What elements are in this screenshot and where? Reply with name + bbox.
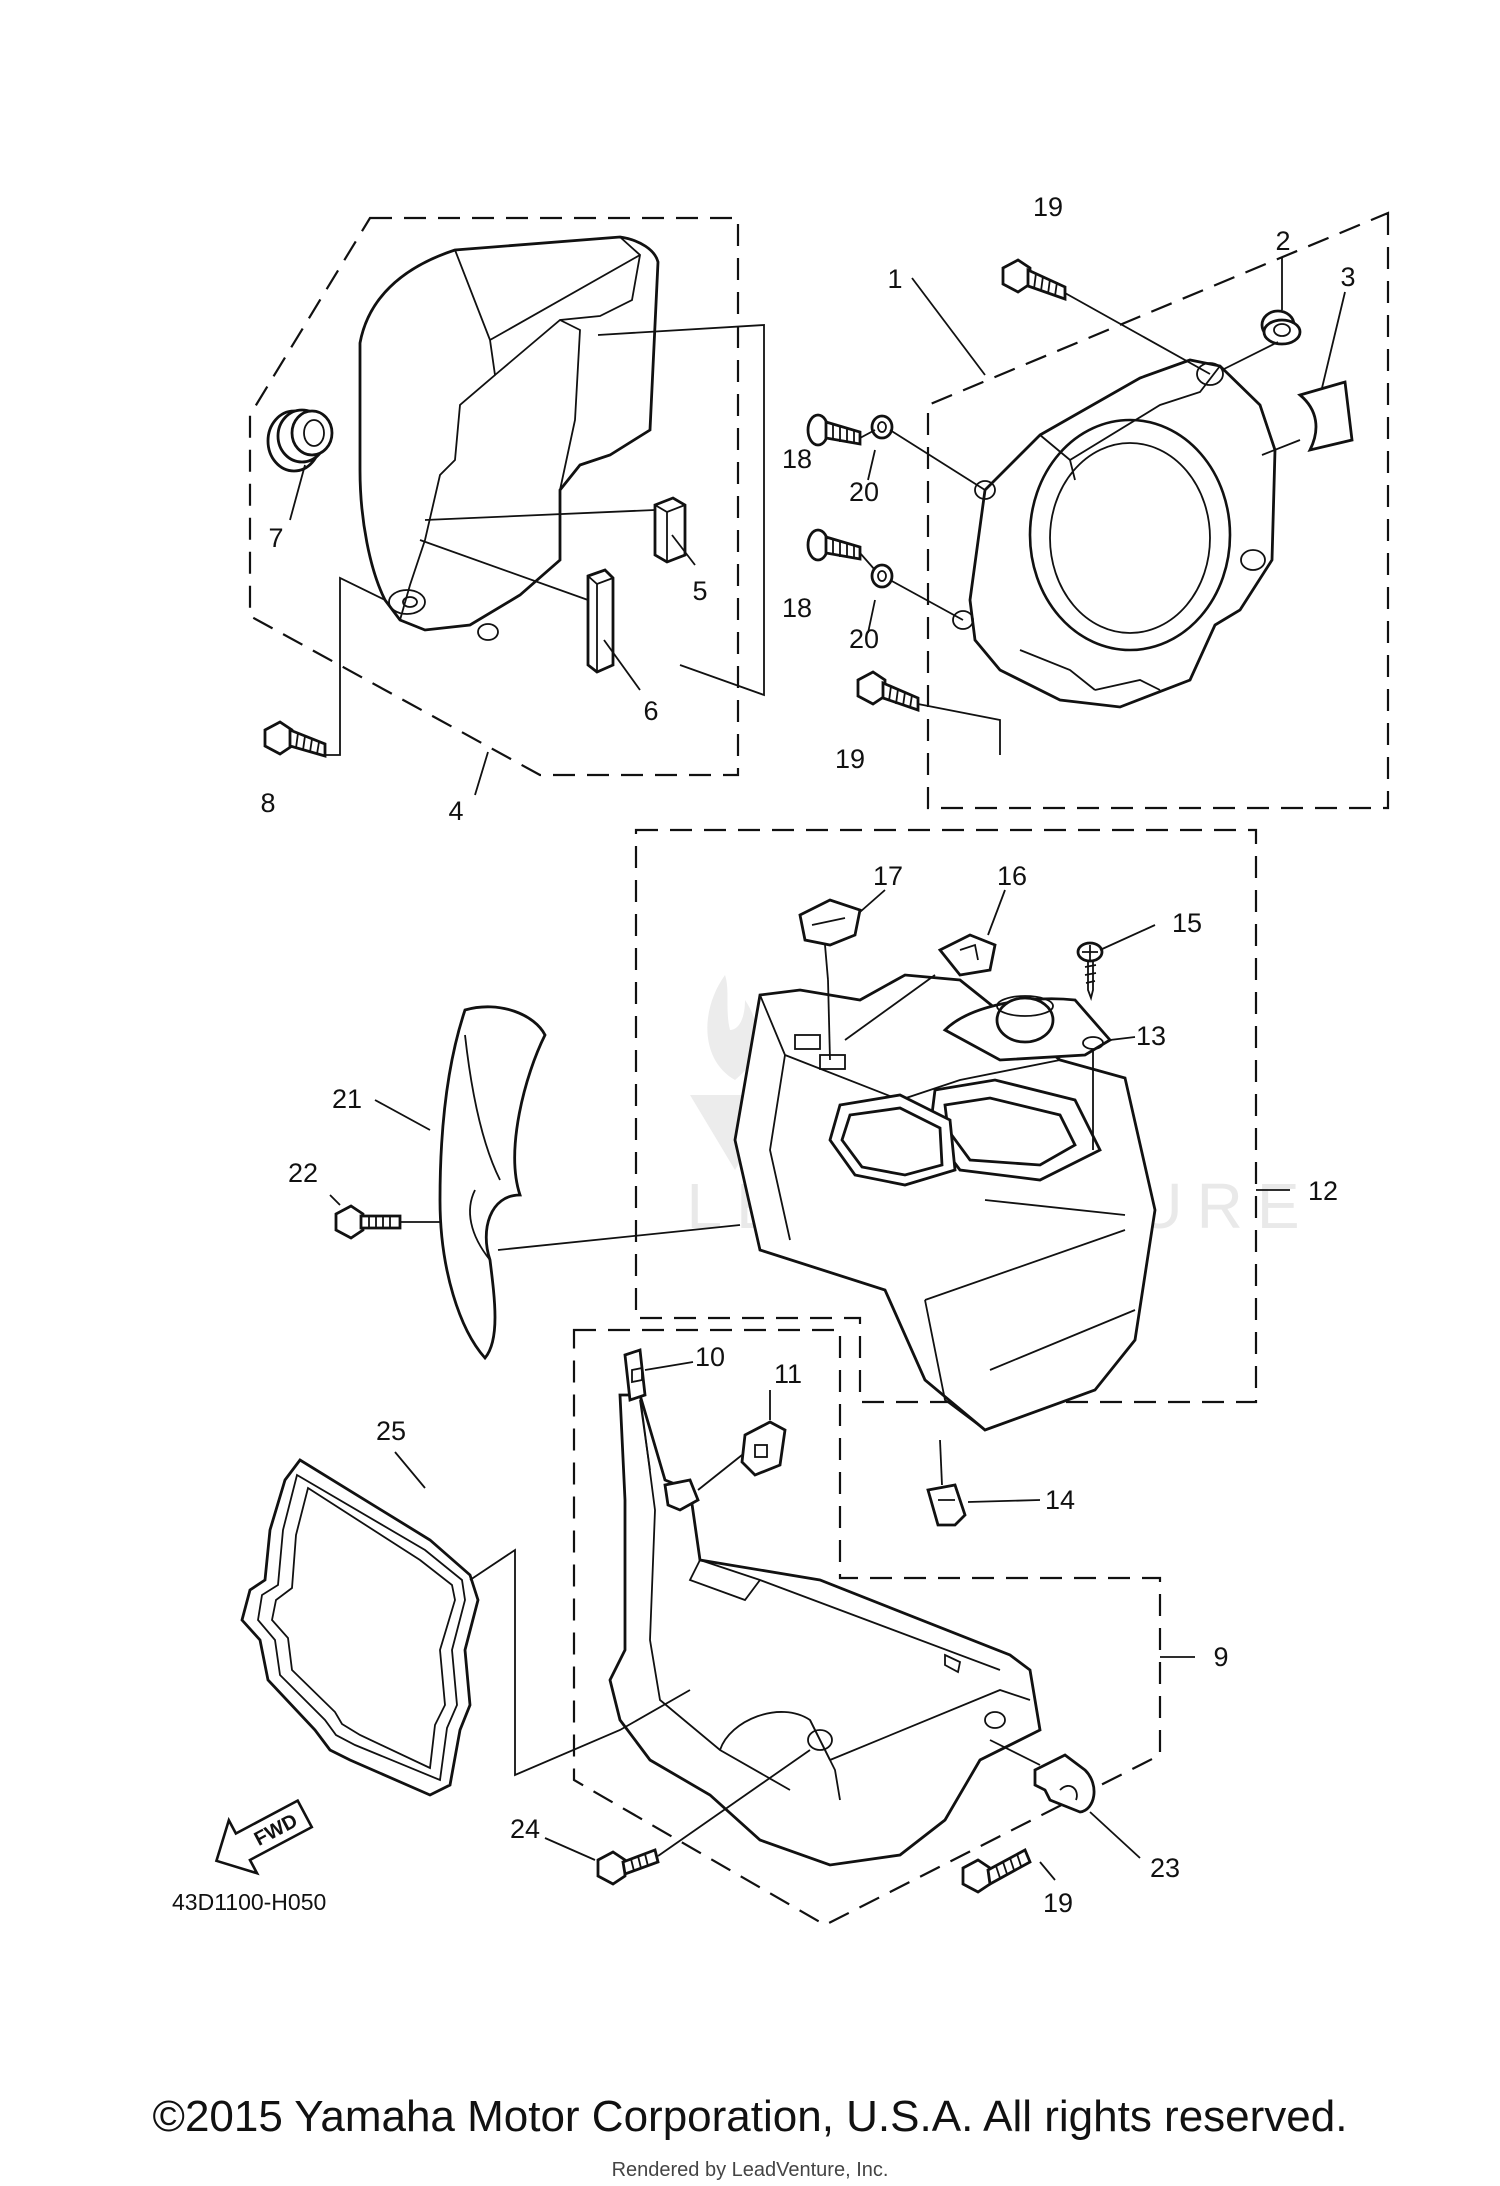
- callout-4: 4: [448, 796, 463, 826]
- bolt-19-mid-part: [856, 670, 920, 712]
- bolt-18-lower-part: [806, 528, 862, 562]
- callout-5: 5: [692, 576, 707, 606]
- clip-11-part: [740, 1420, 787, 1477]
- label-3-part: [1297, 380, 1354, 453]
- bolt-22-part: [334, 1204, 402, 1240]
- callout-24: 24: [510, 1814, 540, 1844]
- bolt-19-bottom-part: [961, 1848, 1032, 1894]
- callout-25: 25: [376, 1416, 406, 1446]
- callout-6: 6: [643, 696, 658, 726]
- damper-5-part: [653, 496, 687, 564]
- callout-21: 21: [332, 1084, 362, 1114]
- group-9-outline: [572, 1328, 1162, 1927]
- callout-8: 8: [260, 788, 275, 818]
- group-12-outline: [634, 828, 1258, 1404]
- callout-19-mid: 19: [835, 744, 865, 774]
- callout-17: 17: [873, 861, 903, 891]
- bolt-8-part: [263, 720, 327, 758]
- diagram-code: 43D1100-H050: [172, 1889, 326, 1915]
- callout-12: 12: [1308, 1176, 1338, 1206]
- callout-9: 9: [1213, 1642, 1228, 1672]
- callout-20-lower: 20: [849, 624, 879, 654]
- callout-3: 3: [1340, 262, 1355, 292]
- grommet-2-part: [1260, 309, 1302, 346]
- clip-14-part: [926, 1483, 967, 1527]
- shroud-1-part: [952, 358, 1277, 709]
- screw-15-part: [1076, 941, 1104, 1002]
- washer-20-lower-part: [870, 563, 894, 589]
- callout-22: 22: [288, 1158, 318, 1188]
- clip-11b-part: [663, 1478, 700, 1512]
- washer-20-upper-part: [870, 414, 894, 440]
- clip-10-part: [623, 1348, 647, 1402]
- callout-23: 23: [1150, 1853, 1180, 1883]
- callout-14: 14: [1045, 1485, 1075, 1515]
- case-9-part: [608, 1393, 1042, 1867]
- bracket-23-part: [1033, 1753, 1096, 1814]
- grommet-7-part: [266, 408, 334, 473]
- clip-16-part: [937, 933, 997, 977]
- bolt-24-part: [596, 1848, 660, 1886]
- cover-4-part: [358, 235, 660, 641]
- callout-13: 13: [1136, 1021, 1166, 1051]
- damper-6-part: [586, 568, 615, 674]
- case-12-part: [733, 973, 1157, 1432]
- copyright-text: ©2015 Yamaha Motor Corporation, U.S.A. A…: [153, 2092, 1348, 2141]
- callout-16: 16: [997, 861, 1027, 891]
- callout-10: 10: [695, 1342, 725, 1372]
- cover-21-part: [438, 1005, 547, 1361]
- callout-18-lower: 18: [782, 593, 812, 623]
- clamp-17-part: [798, 898, 862, 981]
- callout-11: 11: [774, 1359, 802, 1389]
- rendered-by-text: Rendered by LeadVenture, Inc.: [612, 2159, 889, 2181]
- bolt-19-top-part: [1001, 258, 1067, 301]
- callout-20-upper: 20: [849, 477, 879, 507]
- group-1-outline: [926, 211, 1390, 810]
- callout-2: 2: [1275, 226, 1290, 256]
- callout-19-bottom: 19: [1043, 1888, 1073, 1918]
- group-4-outline: [248, 216, 740, 777]
- fwd-arrow-icon: FWD: [214, 1798, 314, 1876]
- callout-19-top: 19: [1033, 192, 1063, 222]
- callout-7: 7: [268, 523, 283, 553]
- bolt-18-upper-part: [806, 413, 862, 447]
- callout-15: 15: [1172, 908, 1202, 938]
- callout-1: 1: [887, 264, 902, 294]
- gasket-25-part: [240, 1458, 480, 1797]
- callout-18-upper: 18: [782, 444, 812, 474]
